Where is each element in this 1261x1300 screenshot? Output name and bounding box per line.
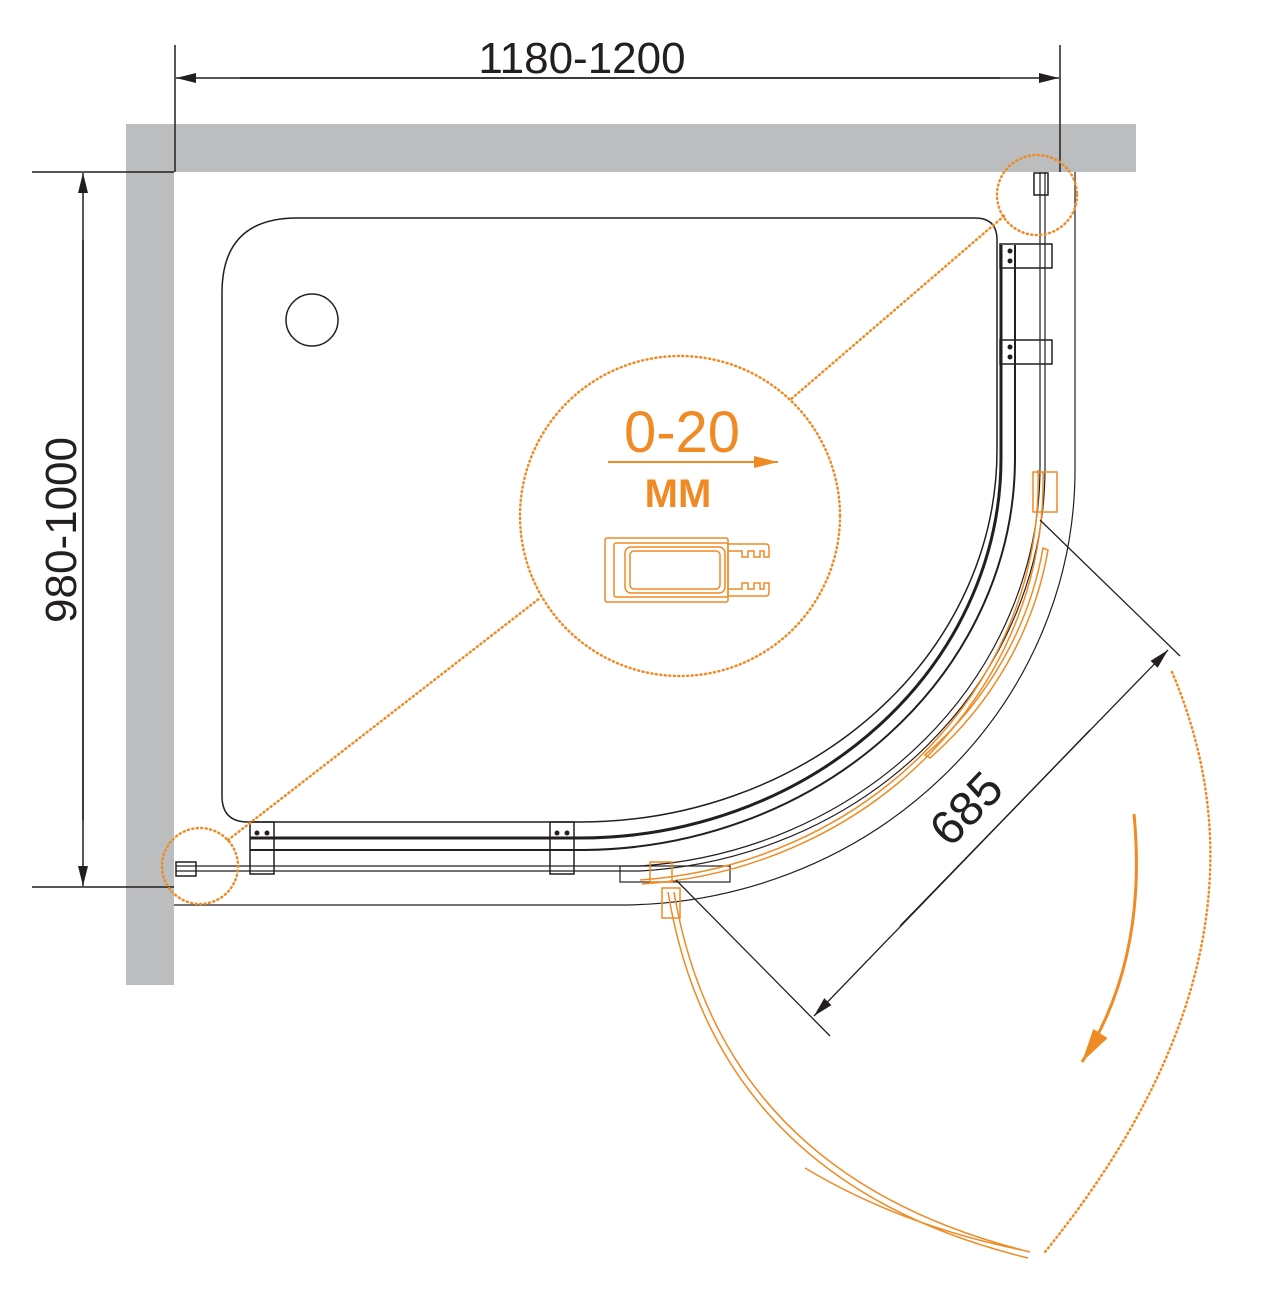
profile-section-icon: [604, 537, 770, 603]
door-open-position: [661, 670, 1212, 1259]
wall-profile: [175, 861, 197, 877]
door-opening-dimension: 685: [675, 519, 1181, 1037]
depth-label: 980-1000: [37, 437, 86, 623]
door-swing-path: [1043, 670, 1212, 1254]
left-wall: [126, 124, 174, 985]
adjustment-inset: 0-20 MM: [604, 400, 778, 603]
drain: [285, 293, 339, 347]
swing-direction-arrow: [1080, 813, 1138, 1063]
sliding-door-closed: [639, 469, 1058, 885]
enclosure-frame: [174, 172, 1076, 906]
wall-brackets: [175, 172, 1053, 877]
depth-dimension: 980-1000: [32, 171, 174, 888]
shower-tray: [221, 217, 998, 823]
detail-callouts: [160, 153, 1079, 906]
bracket: [249, 821, 275, 875]
adjustment-unit: MM: [645, 472, 712, 516]
wall-profile: [1033, 172, 1049, 196]
bracket: [999, 339, 1053, 365]
width-label: 1180-1200: [478, 34, 685, 83]
walls: [126, 124, 1136, 985]
bracket: [549, 821, 575, 875]
width-dimension: 1180-1200: [174, 34, 1061, 172]
top-wall: [126, 124, 1136, 172]
adjustment-value: 0-20: [624, 400, 740, 465]
bracket: [999, 243, 1053, 269]
door-opening-label: 685: [920, 762, 1014, 856]
inset-circle: [518, 354, 842, 678]
